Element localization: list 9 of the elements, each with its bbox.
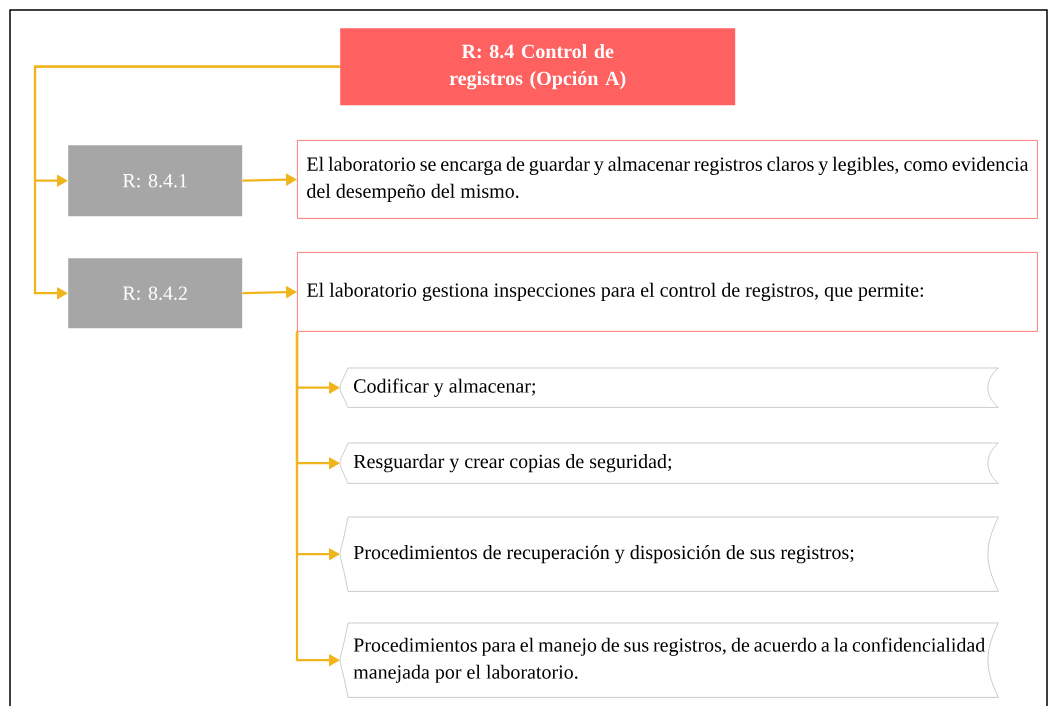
scroll-box: Codificar y almacenar;	[339, 367, 999, 408]
description-box: El laboratorio se encarga de guardar y almacenar registros claros y legibles, como evidencia del desempeño del mismo.	[297, 140, 1038, 219]
scroll-box: Resguardar y crear copias de seguridad;	[339, 442, 999, 484]
requirement-box: R: 8.4.1	[68, 145, 243, 217]
title-box: R: 8.4 Control de registros (Opción A)	[340, 28, 736, 106]
scroll-box: Procedimientos de recuperación y disposición de sus registros;	[339, 516, 999, 592]
description-box: El laboratorio gestiona inspecciones para el control de registros, que permite:	[297, 252, 1038, 332]
scroll-box: Procedimientos para el manejo de sus registros, de acuerdo a la confidencialidad manejada por el laboratorio.	[339, 622, 999, 698]
requirement-box: R: 8.4.2	[68, 258, 243, 329]
